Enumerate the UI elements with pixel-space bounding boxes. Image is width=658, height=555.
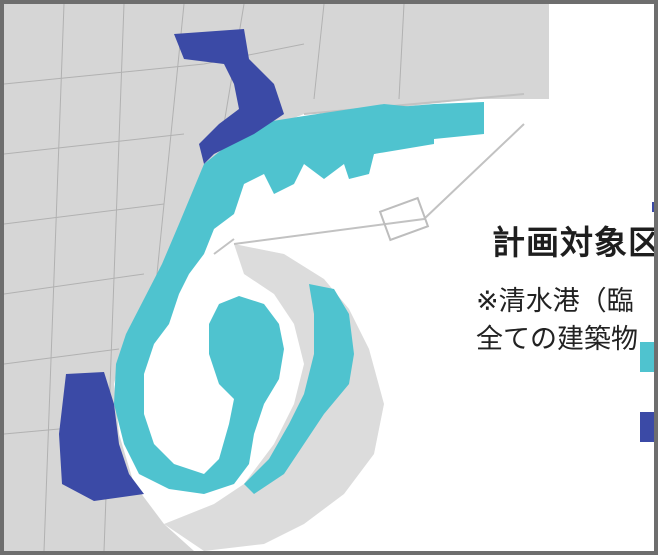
basemap-peninsula xyxy=(164,244,384,551)
legend-swatch-port-district xyxy=(640,342,654,372)
reclaimed-block xyxy=(378,196,430,242)
legend-swatch-adjacent-district xyxy=(640,412,654,442)
adjacent-district-south xyxy=(59,372,144,501)
port-district-peninsula-edge xyxy=(244,284,354,494)
port-district-zone xyxy=(114,104,434,494)
planning-area-map xyxy=(4,4,549,551)
port-district-east xyxy=(374,102,484,154)
legend-marker xyxy=(652,202,654,212)
basemap-land xyxy=(4,4,549,551)
adjacent-district-north xyxy=(174,29,284,164)
legend-note-line-2: 全ての建築物 xyxy=(476,324,638,355)
legend-title: 計画対象区 xyxy=(492,223,658,262)
legend-note-line-1: ※清水港（臨 xyxy=(476,286,634,317)
